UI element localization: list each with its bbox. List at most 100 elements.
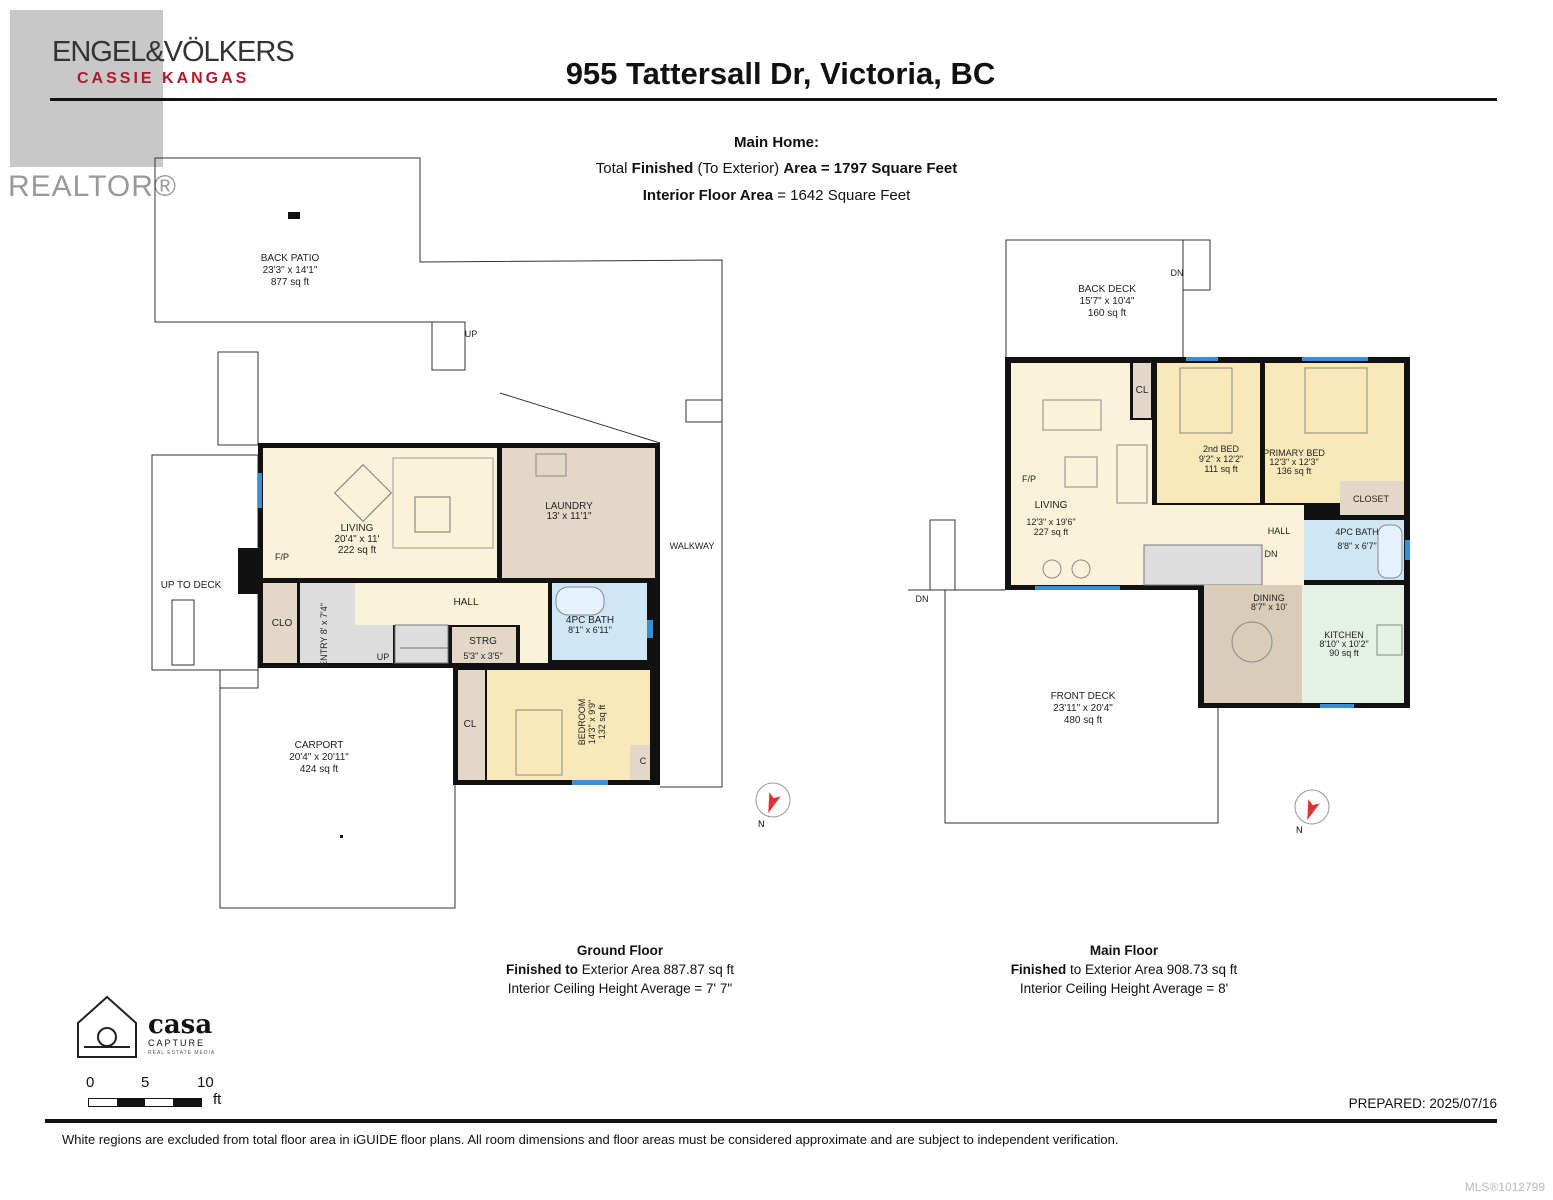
svg-text:4PC BATH: 4PC BATH [1335,527,1378,537]
armchair [334,464,392,522]
svg-text:136 sq ft: 136 sq ft [1277,466,1312,476]
svg-text:877 sq ft: 877 sq ft [271,277,310,288]
svg-text:9'2" x 12'2": 9'2" x 12'2" [1199,454,1243,464]
stool [1042,559,1062,579]
ground-cl [458,670,485,780]
svg-text:STRG: STRG [469,636,497,647]
ground-floor-labels: BACK PATIO 23'3" x 14'1" 877 sq ft LIVIN… [161,253,715,775]
prepared-date: PREPARED: 2025/07/16 [1348,1096,1497,1111]
svg-text:227 sq ft: 227 sq ft [1034,527,1069,537]
svg-text:DN: DN [1265,549,1278,559]
svg-text:F/P: F/P [1022,474,1036,484]
footer-divider [45,1119,1497,1123]
svg-text:8'8" x 6'7": 8'8" x 6'7" [1337,541,1376,551]
clo [263,583,297,663]
scale-tick: 0 [86,1074,95,1091]
svg-text:480 sq ft: 480 sq ft [1064,715,1103,726]
svg-text:F/P: F/P [275,552,289,562]
summary-total-area: Total Finished (To Exterior) Area = 1797… [595,160,958,177]
chimney [238,548,258,594]
window [1405,540,1410,560]
svg-text:90 sq ft: 90 sq ft [1329,648,1359,658]
svg-text:C: C [640,756,647,766]
back-patio-outline [154,157,723,788]
svg-text:CARPORT: CARPORT [295,740,344,751]
bathtub [555,586,605,616]
casa-logo-text: casa [148,1010,213,1040]
compass-icon: N [1294,789,1330,835]
svg-text:20'4" x 20'11": 20'4" x 20'11" [289,752,349,763]
back-deck-stairs [1182,239,1211,291]
svg-text:DN: DN [1171,268,1184,278]
realtor-logo-text: REALTOR® [8,170,178,203]
svg-text:15'7" x 10'4": 15'7" x 10'4" [1080,296,1135,307]
patio-stairs [431,321,466,371]
svg-text:8'1" x 6'11": 8'1" x 6'11" [568,625,612,635]
svg-text:UP: UP [377,652,390,662]
mls-number: MLS®1012799 [1464,1180,1545,1194]
casa-capture-logo-icon [77,995,137,1058]
svg-text:LIVING: LIVING [341,523,374,534]
main-floor-outdoor [908,239,1219,824]
ground-floor-outdoor [151,157,723,909]
svg-text:HALL: HALL [1268,526,1291,536]
entry [300,583,355,663]
scale-tick: 5 [141,1074,150,1091]
svg-text:N: N [758,819,765,829]
kitchen [1302,585,1404,703]
ground-hall [355,583,548,625]
svg-text:4PC BATH: 4PC BATH [566,615,614,626]
svg-text:222 sq ft: 222 sq ft [338,545,377,556]
svg-text:23'3" x 14'1": 23'3" x 14'1" [263,265,318,276]
main-floor-labels: BACK DECK 15'7" x 10'4" 160 sq ft LIVING… [916,268,1390,726]
stool [1071,559,1091,579]
deck-stairs [171,599,195,666]
realtor-logo-mark [10,10,163,167]
dining-room [1204,585,1302,703]
page-title: 955 Tattersall Dr, Victoria, BC [565,56,996,91]
svg-text:12'3" x 12'3": 12'3" x 12'3" [1269,457,1318,467]
window [1320,704,1354,708]
sectional-sofa [392,457,494,549]
svg-text:ENTRY 8' x 7'4": ENTRY 8' x 7'4" [319,603,329,667]
summary-interior-area: Interior Floor Area = 1642 Square Feet [642,187,911,204]
patio-side-stairs [217,351,259,446]
header-divider [50,98,1497,101]
laundry-sink [535,453,567,477]
svg-text:2nd BED: 2nd BED [1203,444,1240,454]
window [258,473,262,508]
svg-text:N: N [1296,825,1303,835]
front-deck-stairs [929,519,956,591]
main-stairs [1143,544,1263,586]
svg-text:8'7" x 10': 8'7" x 10' [1251,602,1287,612]
svg-text:BACK PATIO: BACK PATIO [261,253,320,264]
svg-text:160 sq ft: 160 sq ft [1088,308,1127,319]
svg-text:23'11" x 20'4": 23'11" x 20'4" [1053,703,1113,714]
ground-c [630,745,650,780]
svg-text:LIVING: LIVING [1035,500,1068,511]
window [1035,586,1120,590]
ground-stairs [394,624,449,664]
main-floor-info: Main Floor Finished to Exterior Area 908… [1010,943,1238,996]
bed [1179,367,1233,434]
svg-text:BEDROOM: BEDROOM [577,699,587,746]
bed [1304,367,1368,434]
svg-text:FRONT DECK: FRONT DECK [1051,691,1116,702]
ground-bedroom [487,670,650,780]
svg-text:KITCHEN: KITCHEN [1324,630,1364,640]
svg-text:LAUNDRY: LAUNDRY [545,501,593,512]
capture-logo-text: CAPTURE [148,1038,206,1048]
svg-text:111 sq ft: 111 sq ft [1204,464,1238,474]
svg-text:8'10" x 10'2": 8'10" x 10'2" [1319,639,1368,649]
window [647,620,653,638]
main-cl [1133,363,1151,418]
summary-heading: Main Home: [733,134,819,151]
dining-table [1231,621,1273,663]
carport-outline [219,670,456,909]
svg-text:424 sq ft: 424 sq ft [300,764,339,775]
svg-text:CL: CL [1136,385,1149,396]
svg-text:13' x 11'1": 13' x 11'1" [547,511,592,522]
scale-unit: ft [213,1091,222,1108]
scale-tick: 10 [197,1074,214,1091]
